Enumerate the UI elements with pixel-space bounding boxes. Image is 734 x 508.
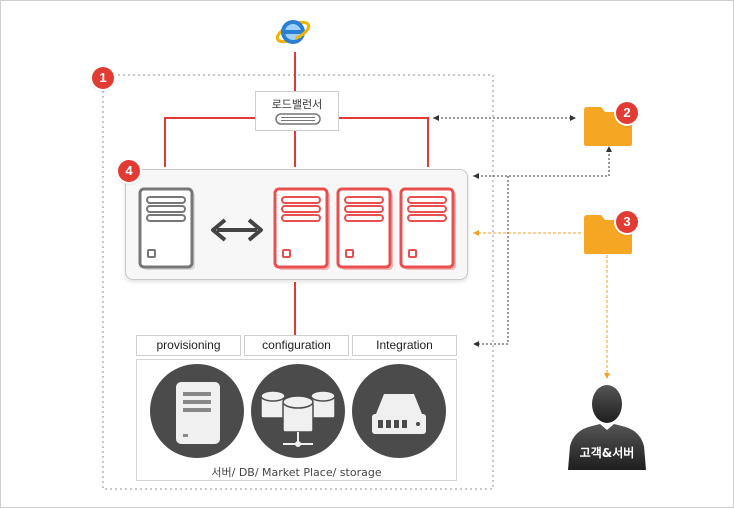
internet-explorer-icon xyxy=(275,20,311,44)
database-icon xyxy=(260,390,336,447)
active-server-icon xyxy=(399,187,456,270)
badge-3: 3 xyxy=(616,211,638,233)
folder2-cluster-link xyxy=(473,150,610,177)
load-balancer-label: 로드밸런서 xyxy=(271,98,323,111)
storage-drive-icon xyxy=(372,394,426,434)
customer-label: 고객&서버 xyxy=(579,446,635,460)
server-cluster xyxy=(125,169,468,280)
active-server-icon xyxy=(273,187,330,270)
storage-resource xyxy=(352,364,446,458)
load-balancer: 로드밸런서 xyxy=(255,91,339,131)
badge-4: 4 xyxy=(118,160,140,182)
tab-configuration: configuration xyxy=(244,335,349,356)
server-resource-icon xyxy=(176,382,220,444)
cloud-boundary xyxy=(102,74,494,490)
lb-to-right-line xyxy=(339,117,429,167)
person-silhouette-icon xyxy=(568,385,646,470)
database-resource xyxy=(251,364,345,458)
load-balancer-device-icon xyxy=(275,113,321,125)
badge-1: 1 xyxy=(92,67,114,89)
resources-panel: 서버/ DB/ Market Place/ storage xyxy=(136,359,457,481)
active-server-icon xyxy=(336,187,393,270)
failover-arrow-icon xyxy=(211,218,263,242)
folder2-tabs-link xyxy=(473,176,509,345)
tab-integration: Integration xyxy=(352,335,457,356)
lb-to-left-line xyxy=(164,117,255,167)
standby-server-icon xyxy=(138,187,195,270)
tab-provisioning: provisioning xyxy=(136,335,241,356)
resources-caption: 서버/ DB/ Market Place/ storage xyxy=(211,466,382,479)
server-resource xyxy=(150,364,244,458)
badge-2: 2 xyxy=(616,102,638,124)
